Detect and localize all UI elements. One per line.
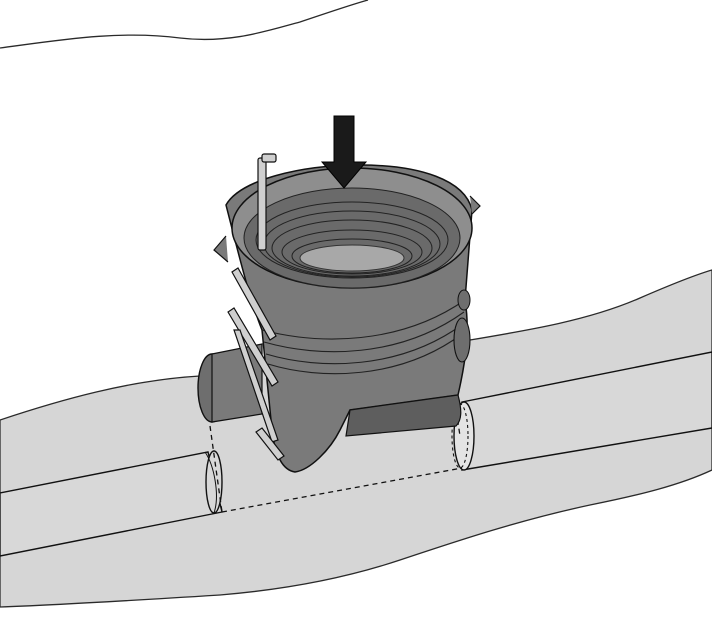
connection-guides [209,401,463,513]
inspection-chamber [197,164,481,473]
ladder-icon [227,153,285,461]
ground-surface-line [0,0,369,49]
down-arrow-icon [320,115,368,189]
left-pipe [0,450,223,557]
